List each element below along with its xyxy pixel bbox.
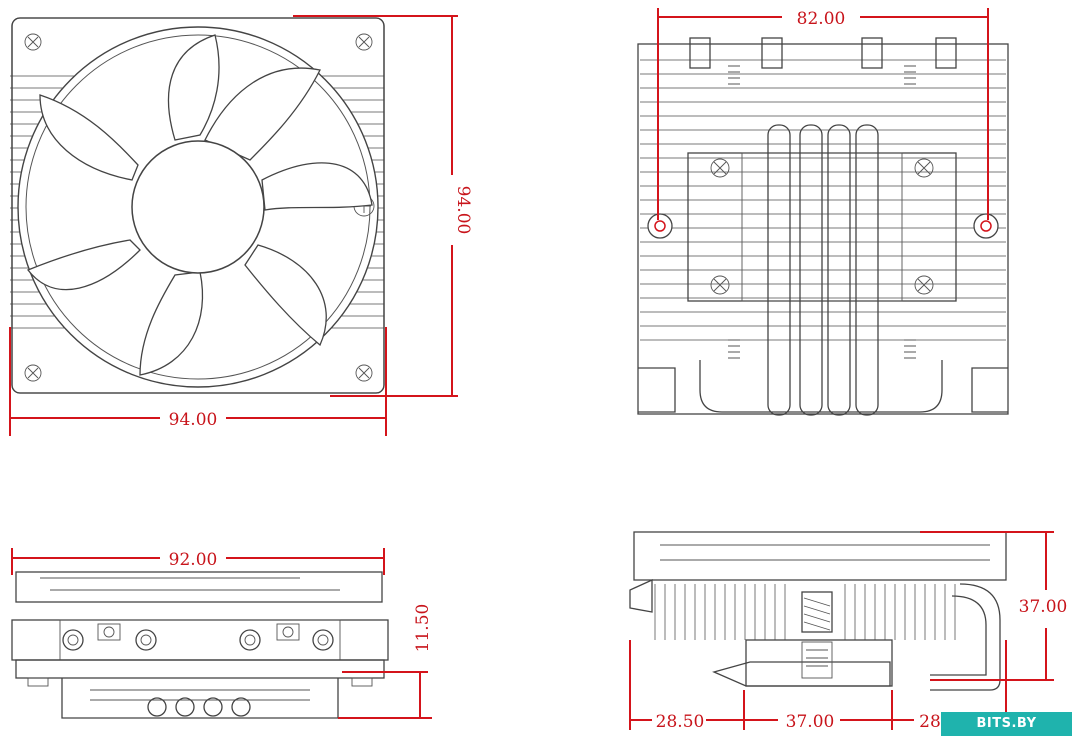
dim-offset-left-label: 28.50 <box>656 712 705 732</box>
bottom-right-view <box>629 531 1007 691</box>
dim-side-height <box>920 531 1054 681</box>
dim-top-height-label: 94.00 <box>453 186 473 235</box>
dim-top-width <box>9 327 387 436</box>
dim-base-width-label: 37.00 <box>786 712 835 732</box>
dim-base-height-label: 11.50 <box>413 604 433 653</box>
dim-mount-spacing-label: 82.00 <box>797 9 846 29</box>
profile-fins <box>654 584 956 640</box>
fan-blades <box>26 34 373 376</box>
dim-top-width-label: 94.00 <box>169 410 218 430</box>
dim-bottom-width <box>11 548 385 575</box>
dim-base-height <box>338 671 432 719</box>
dim-offset-right-label: 28 <box>919 712 941 732</box>
watermark-badge: BITS.BY <box>941 712 1072 736</box>
front-view-fins <box>640 59 1006 341</box>
dim-mount-spacing <box>657 8 989 220</box>
top-view-fan <box>10 17 385 394</box>
dim-top-height <box>293 15 458 397</box>
dim-side-height-label: 37.00 <box>1019 597 1068 617</box>
dim-bottom-width-label: 92.00 <box>169 550 218 570</box>
front-view <box>637 37 1009 416</box>
bottom-left-view <box>11 571 389 719</box>
